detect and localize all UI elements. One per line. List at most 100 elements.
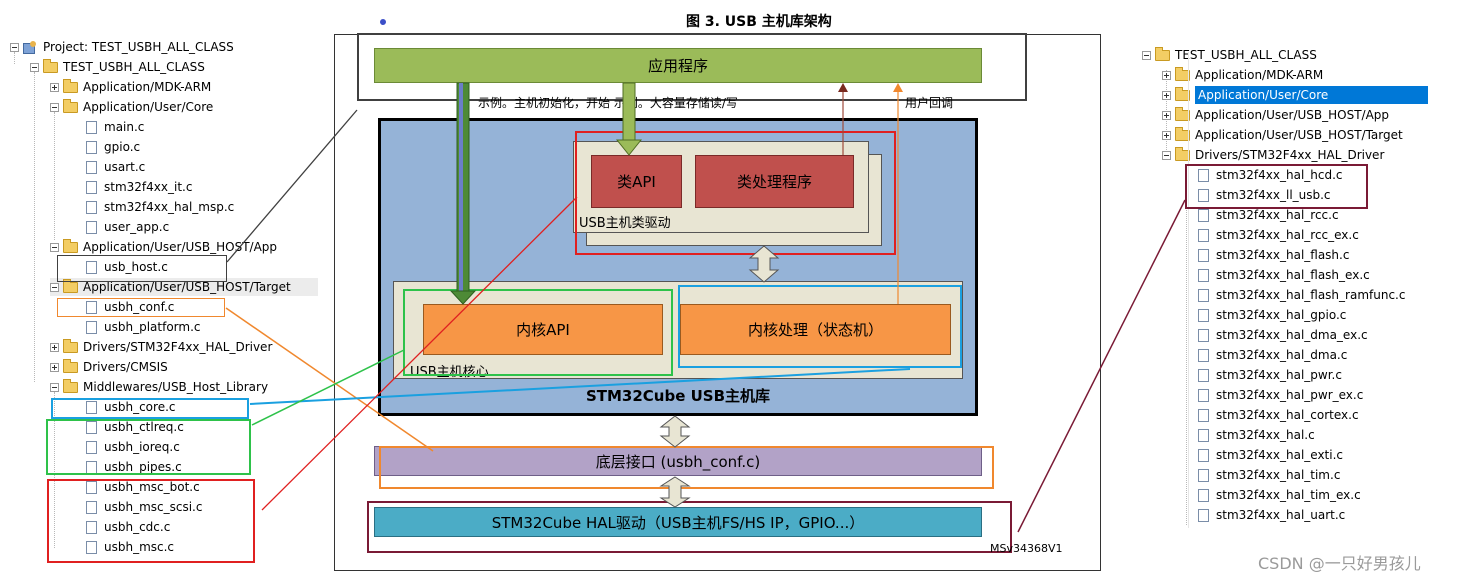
hal-driver-label: STM32Cube HAL驱动（USB主机FS/HS IP，GPIO...） xyxy=(491,513,865,532)
folder-open-icon xyxy=(1175,146,1190,161)
tree-file-hal-pwr-ex[interactable]: stm32f4xx_hal_pwr_ex.c xyxy=(1198,386,1363,404)
file-icon xyxy=(86,260,97,274)
folder-open-icon xyxy=(63,98,78,113)
group-label: Application/MDK-ARM xyxy=(83,80,212,94)
tree-item-usb-host-library[interactable]: Middlewares/USB_Host_Library xyxy=(50,378,268,396)
tree-file-usart[interactable]: usart.c xyxy=(86,158,145,176)
tree-file-hal-flash-ramfunc[interactable]: stm32f4xx_hal_flash_ramfunc.c xyxy=(1198,286,1405,304)
core-process-block: 内核处理（状态机） xyxy=(680,304,951,355)
tree-file-hal-flash-ex[interactable]: stm32f4xx_hal_flash_ex.c xyxy=(1198,266,1370,284)
tree-file-usbh-cdc[interactable]: usbh_cdc.c xyxy=(86,518,170,536)
file-icon xyxy=(86,320,97,334)
tree-item-usb-host-app[interactable]: Application/User/USB_HOST/App xyxy=(50,238,277,256)
file-icon xyxy=(1198,308,1209,322)
tree-file-hal-rcc[interactable]: stm32f4xx_hal_rcc.c xyxy=(1198,206,1339,224)
tree-item-usb-host-target[interactable]: Application/User/USB_HOST/Target xyxy=(1162,126,1403,144)
expand-toggle[interactable] xyxy=(1162,130,1171,140)
group-label: Drivers/CMSIS xyxy=(83,360,168,374)
tree-file-usbh-msc-bot[interactable]: usbh_msc_bot.c xyxy=(86,478,200,496)
tree-file-hal-hcd[interactable]: stm32f4xx_hal_hcd.c xyxy=(1198,166,1343,184)
tree-file-usbh-core[interactable]: usbh_core.c xyxy=(86,398,175,416)
group-label: Application/User/USB_HOST/Target xyxy=(1195,128,1403,142)
tree-file-main[interactable]: main.c xyxy=(86,118,144,136)
expand-toggle[interactable] xyxy=(1162,110,1171,120)
folder-open-icon xyxy=(63,378,78,393)
tree-file-hal[interactable]: stm32f4xx_hal.c xyxy=(1198,426,1315,444)
tree-file-hal-flash[interactable]: stm32f4xx_hal_flash.c xyxy=(1198,246,1349,264)
tree-file-hal-tim-ex[interactable]: stm32f4xx_hal_tim_ex.c xyxy=(1198,486,1361,504)
collapse-toggle[interactable] xyxy=(1162,150,1171,160)
tree-file-ll-usb[interactable]: stm32f4xx_ll_usb.c xyxy=(1198,186,1331,204)
file-icon xyxy=(86,440,97,454)
collapse-toggle[interactable] xyxy=(50,282,59,292)
expand-toggle[interactable] xyxy=(50,362,59,372)
expand-toggle[interactable] xyxy=(1162,70,1171,80)
folder-icon xyxy=(1175,86,1190,101)
file-label: usbh_pipes.c xyxy=(104,460,182,474)
folder-open-icon xyxy=(63,238,78,253)
tree-file-usb-host[interactable]: usb_host.c xyxy=(86,258,168,276)
tree-file-gpio[interactable]: gpio.c xyxy=(86,138,140,156)
highlight-usbh-conf xyxy=(57,298,225,317)
tree-root-row[interactable]: TEST_USBH_ALL_CLASS xyxy=(30,58,205,76)
core-process-label: 内核处理（状态机） xyxy=(747,321,883,339)
class-driver-label: USB主机类驱动 xyxy=(579,216,671,231)
tree-item-cmsis[interactable]: Drivers/CMSIS xyxy=(50,358,168,376)
expand-toggle[interactable] xyxy=(50,342,59,352)
tree-file-usbh-platform[interactable]: usbh_platform.c xyxy=(86,318,200,336)
tree-file-hal-rcc-ex[interactable]: stm32f4xx_hal_rcc_ex.c xyxy=(1198,226,1359,244)
collapse-toggle[interactable] xyxy=(50,102,59,112)
tree-file-usbh-ioreq[interactable]: usbh_ioreq.c xyxy=(86,438,180,456)
group-label: Drivers/STM32F4xx_HAL_Driver xyxy=(1195,148,1385,162)
application-block: 应用程序 xyxy=(374,48,982,83)
tree-file-hal-pwr[interactable]: stm32f4xx_hal_pwr.c xyxy=(1198,366,1342,384)
tree-file-it[interactable]: stm32f4xx_it.c xyxy=(86,178,192,196)
file-icon xyxy=(86,300,97,314)
tree-file-usbh-conf[interactable]: usbh_conf.c xyxy=(86,298,174,316)
file-icon xyxy=(1198,428,1209,442)
tree-item-mdk-arm[interactable]: Application/MDK-ARM xyxy=(1162,66,1323,84)
root-group-label: TEST_USBH_ALL_CLASS xyxy=(63,60,205,74)
expand-toggle[interactable] xyxy=(1162,90,1171,100)
tree-file-hal-dma-ex[interactable]: stm32f4xx_hal_dma_ex.c xyxy=(1198,326,1368,344)
tree-file-usbh-msc-scsi[interactable]: usbh_msc_scsi.c xyxy=(86,498,202,516)
file-label: usbh_platform.c xyxy=(104,320,201,334)
collapse-toggle[interactable] xyxy=(50,242,59,252)
collapse-toggle[interactable] xyxy=(10,42,19,52)
tree-file-hal-msp[interactable]: stm32f4xx_hal_msp.c xyxy=(86,198,234,216)
tree-item-usb-host-target[interactable]: Application/User/USB_HOST/Target xyxy=(50,278,318,296)
file-icon xyxy=(1198,288,1209,302)
file-label: usbh_msc_scsi.c xyxy=(104,500,203,514)
collapse-toggle[interactable] xyxy=(50,382,59,392)
expand-toggle[interactable] xyxy=(50,82,59,92)
tree-item-hal-driver[interactable]: Drivers/STM32F4xx_HAL_Driver xyxy=(50,338,272,356)
file-label: stm32f4xx_hal_flash.c xyxy=(1216,248,1350,262)
file-icon xyxy=(86,160,97,174)
tree-item-usb-host-app[interactable]: Application/User/USB_HOST/App xyxy=(1162,106,1389,124)
tree-file-hal-uart[interactable]: stm32f4xx_hal_uart.c xyxy=(1198,506,1345,524)
collapse-toggle[interactable] xyxy=(1142,50,1151,60)
tree-file-hal-tim[interactable]: stm32f4xx_hal_tim.c xyxy=(1198,466,1340,484)
tree-project-row[interactable]: Project: TEST_USBH_ALL_CLASS xyxy=(10,38,234,56)
tree-item-user-core[interactable]: Application/User/Core xyxy=(1162,86,1428,104)
group-label: Drivers/STM32F4xx_HAL_Driver xyxy=(83,340,273,354)
collapse-toggle[interactable] xyxy=(30,62,39,72)
tree-file-usbh-msc[interactable]: usbh_msc.c xyxy=(86,538,174,556)
tree-file-hal-dma[interactable]: stm32f4xx_hal_dma.c xyxy=(1198,346,1347,364)
group-label: Application/User/USB_HOST/App xyxy=(1195,108,1390,122)
group-label: Application/MDK-ARM xyxy=(1195,68,1324,82)
file-label: stm32f4xx_it.c xyxy=(104,180,193,194)
tree-file-user-app[interactable]: user_app.c xyxy=(86,218,169,236)
tree-item-mdk-arm[interactable]: Application/MDK-ARM xyxy=(50,78,211,96)
tree-item-hal-driver[interactable]: Drivers/STM32F4xx_HAL_Driver xyxy=(1162,146,1384,164)
tree-item-user-core[interactable]: Application/User/Core xyxy=(50,98,213,116)
folder-icon xyxy=(1175,126,1190,141)
tree-file-hal-exti[interactable]: stm32f4xx_hal_exti.c xyxy=(1198,446,1343,464)
application-label: 应用程序 xyxy=(647,57,708,75)
file-label: stm32f4xx_hal_rcc.c xyxy=(1216,208,1339,222)
tree-file-usbh-ctlreq[interactable]: usbh_ctlreq.c xyxy=(86,418,184,436)
file-label: usart.c xyxy=(104,160,146,174)
tree-file-hal-cortex[interactable]: stm32f4xx_hal_cortex.c xyxy=(1198,406,1359,424)
tree-file-hal-gpio[interactable]: stm32f4xx_hal_gpio.c xyxy=(1198,306,1346,324)
tree-root-row[interactable]: TEST_USBH_ALL_CLASS xyxy=(1142,46,1317,64)
